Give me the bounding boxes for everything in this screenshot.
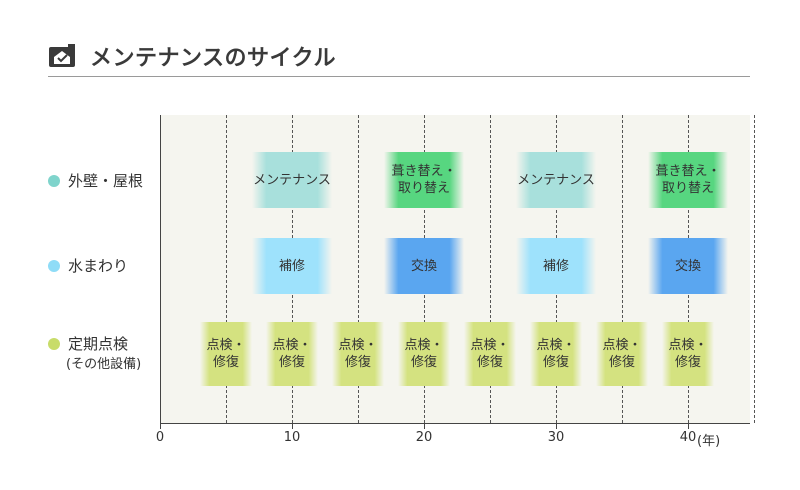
x-tick: [556, 423, 557, 429]
inspection-task-bar: 点検・修復: [463, 322, 517, 386]
x-tick: [292, 423, 293, 429]
water-task-bar: 交換: [648, 238, 728, 294]
exterior-task-bar: 葺き替え・取り替え: [648, 152, 728, 208]
y-axis: [160, 115, 161, 423]
water-task-bar: 補修: [516, 238, 596, 294]
gridline: [490, 115, 491, 423]
x-axis: [160, 423, 750, 424]
row-label-exterior-text: 外壁・屋根: [68, 172, 144, 190]
row-sublabel-inspection: (その他設備): [66, 357, 142, 372]
inspection-task-bar: 点検・修復: [331, 322, 385, 386]
inspection-task-bar: 点検・修復: [397, 322, 451, 386]
gridline: [622, 115, 623, 423]
water-dot: [48, 260, 60, 272]
exterior-task-bar: メンテナンス: [252, 152, 332, 208]
row-label-exterior: 外壁・屋根: [48, 170, 143, 191]
section-header: メンテナンスのサイクル: [48, 40, 750, 77]
exterior-task-bar: メンテナンス: [516, 152, 596, 208]
x-tick-label: 20: [415, 430, 433, 445]
row-label-water: 水まわり: [48, 255, 128, 276]
inspection-task-bar: 点検・修復: [661, 322, 715, 386]
water-task-bar: 補修: [252, 238, 332, 294]
exterior-task-bar: 葺き替え・取り替え: [384, 152, 464, 208]
house-check-icon: [49, 44, 75, 67]
gridline: [358, 115, 359, 423]
inspection-task-bar: 点検・修復: [595, 322, 649, 386]
x-tick-label: 10: [283, 430, 301, 445]
inspection-task-bar: 点検・修復: [265, 322, 319, 386]
inspection-dot: [48, 338, 60, 350]
x-tick-label: 30: [547, 430, 565, 445]
x-axis-unit: (年): [697, 434, 721, 449]
row-label-water-text: 水まわり: [68, 257, 129, 275]
inspection-task-bar: 点検・修復: [199, 322, 253, 386]
row-label-inspection-text: 定期点検: [68, 335, 129, 353]
gridline: [226, 115, 227, 423]
x-tick-label: 0: [155, 430, 165, 445]
inspection-task-bar: 点検・修復: [529, 322, 583, 386]
gridline: [754, 115, 755, 423]
x-tick: [688, 423, 689, 429]
x-tick: [424, 423, 425, 429]
x-tick: [160, 423, 161, 429]
page-title: メンテナンスのサイクル: [90, 46, 336, 71]
exterior-dot: [48, 175, 60, 187]
x-tick-label: 40: [679, 430, 697, 445]
water-task-bar: 交換: [384, 238, 464, 294]
row-label-inspection: 定期点検: [48, 333, 128, 354]
